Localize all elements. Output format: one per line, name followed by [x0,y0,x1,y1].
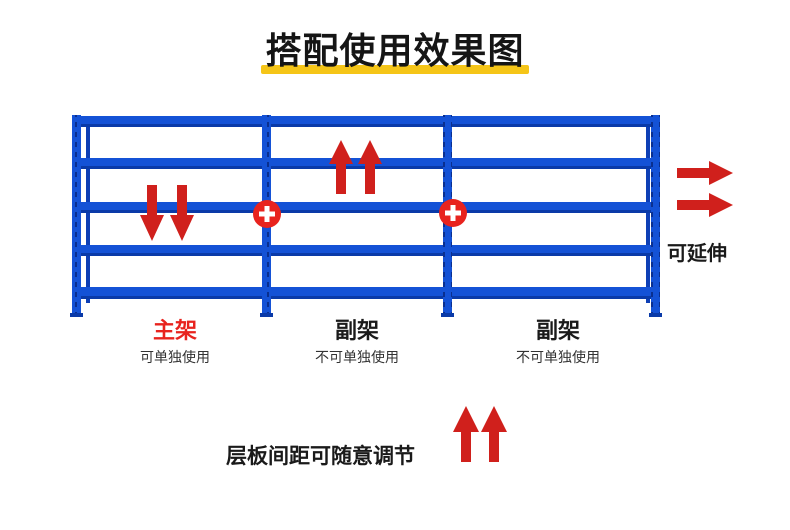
adjustable-spacing-text: 层板间距可随意调节 [226,444,415,468]
section-sub-2: 副架 不可单独使用 [468,318,648,370]
section-sub-1: 副架 不可单独使用 [267,318,447,370]
page-title: 搭配使用效果图 [261,28,529,76]
post-left [72,115,81,317]
title-wrap: 搭配使用效果图 [0,28,790,76]
right-arrow-icon [677,161,733,217]
section-sub-2-sub: 不可单独使用 [516,350,600,366]
section-sub-1-label: 副架 [334,319,379,344]
extend-label: 可延伸 [667,241,727,265]
title-text: 搭配使用效果图 [265,31,525,72]
rack-shelves [76,116,660,299]
plus-connector-icon [253,200,281,228]
shelf-5 [76,287,660,299]
up-arrow-icon [329,140,382,194]
section-main-label: 主架 [152,319,197,344]
section-main-sub: 可单独使用 [140,350,210,366]
section-sub-2-label: 副架 [535,319,580,344]
section-main: 主架 可单独使用 [85,318,265,370]
up-arrow-icon [453,406,507,462]
down-arrow-icon [140,185,194,241]
shelf-3 [76,202,660,213]
shelf-4 [76,245,660,256]
section-sub-1-sub: 不可单独使用 [315,350,399,366]
shelf-1 [76,116,660,127]
plus-connector-icon [439,199,467,227]
post-right [651,115,660,317]
